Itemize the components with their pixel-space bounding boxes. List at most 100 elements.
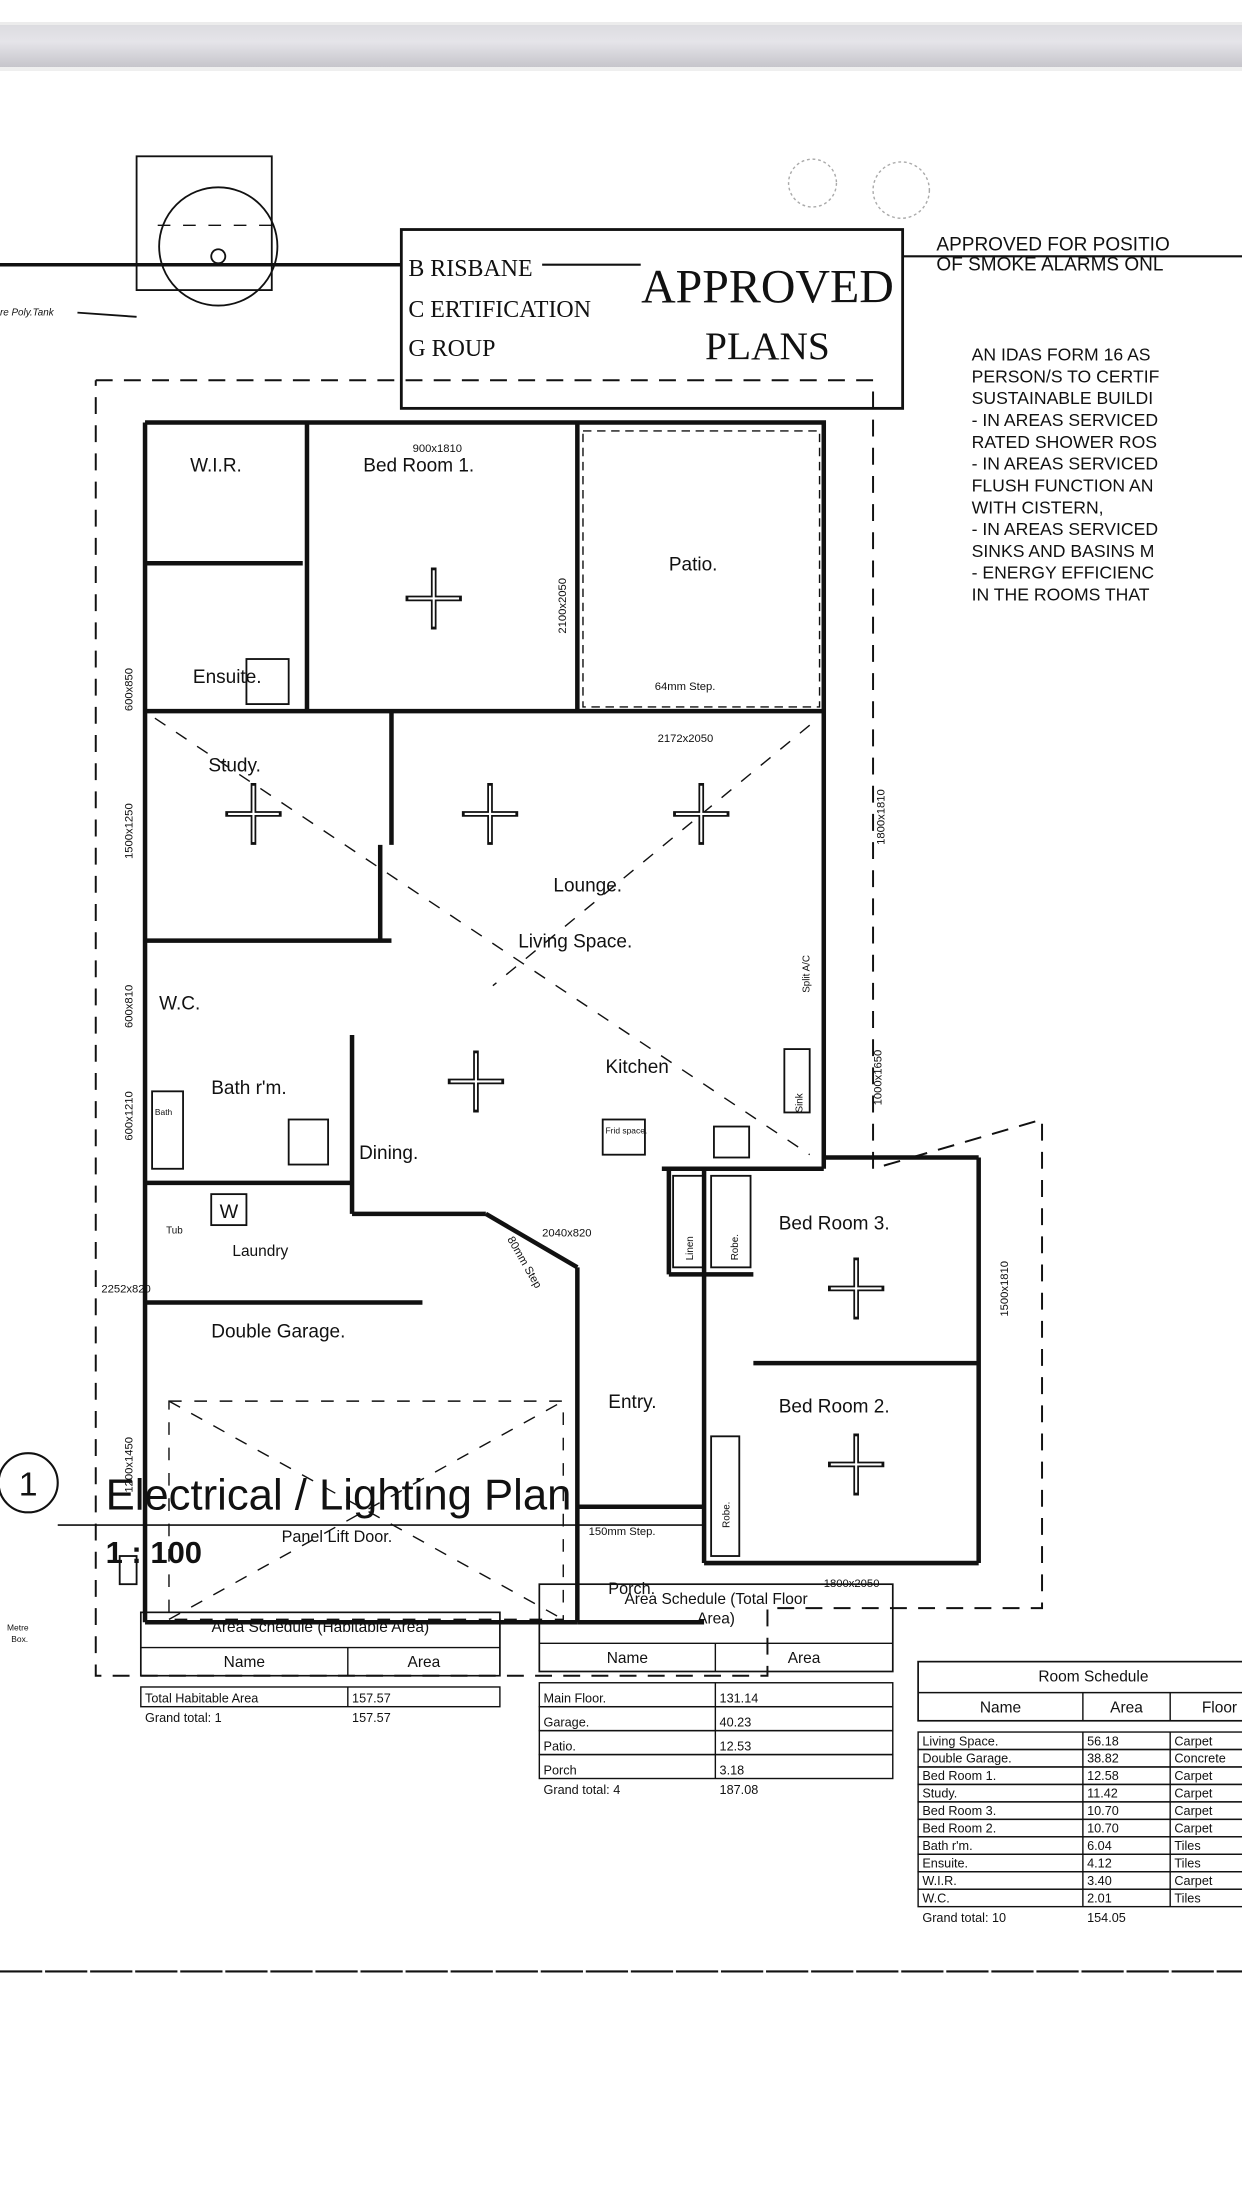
notes-line: - ENERGY EFFICIENC (972, 563, 1155, 583)
grand-total-label: Grand total: 1 (145, 1711, 222, 1725)
dimension-label: 1200x1450 (123, 1437, 135, 1493)
notes-line: PERSON/S TO CERTIF (972, 366, 1160, 386)
ceiling-fans (225, 567, 885, 1496)
robe-label: Robe. (721, 1502, 732, 1528)
room-bed-2: Bed Room 2. (779, 1396, 890, 1417)
robe (710, 1174, 752, 1269)
ceiling-fan-icon (461, 782, 519, 845)
table-row: Study. 11.42 Carpet (917, 1783, 1242, 1803)
table-cell: Tiles (1174, 1891, 1200, 1905)
seal-circle (872, 161, 931, 219)
table-cell: 4.12 (1087, 1857, 1112, 1871)
table-cell: Tiles (1174, 1857, 1200, 1871)
table-cell: 6.04 (1087, 1839, 1112, 1853)
sink-label: Sink (795, 1093, 806, 1112)
table-cell: Double Garage. (922, 1752, 1011, 1766)
dimension-label: 600x1210 (123, 1091, 135, 1140)
meter-box (118, 1555, 138, 1586)
ceiling-fan-icon (828, 1433, 885, 1496)
grand-total-value: 157.57 (352, 1711, 391, 1725)
room-study: Study. (208, 756, 260, 777)
table-cell: Carpet (1174, 1734, 1212, 1748)
notes-line: IN THE ROOMS THAT (972, 585, 1150, 605)
table-cell: Bath r'm. (922, 1839, 972, 1853)
table-cell: 2.01 (1087, 1891, 1112, 1905)
table-cell: Living Space. (922, 1734, 998, 1748)
room-bed-1: Bed Room 1. (363, 456, 474, 477)
table-cell: Patio. (544, 1739, 576, 1753)
table-cell: Carpet (1174, 1787, 1212, 1801)
table-row: Living Space. 56.18 Carpet (917, 1731, 1242, 1751)
notes-line: SUSTAINABLE BUILDI (972, 388, 1154, 408)
dimension-label: 1500x1250 (123, 803, 135, 859)
schedule-title: Area) (697, 1611, 735, 1628)
ceiling-fan-icon (447, 1050, 505, 1113)
meter-box-label: Box. (11, 1634, 28, 1644)
table-cell: 3.40 (1087, 1874, 1112, 1888)
dimension-label: 2172x2050 (658, 733, 714, 745)
tank-label: re Poly.Tank (0, 307, 55, 318)
sink (783, 1048, 811, 1114)
schedule-title: Area Schedule (Habitable Area) (212, 1619, 430, 1636)
stamp-certification: C ERTIFICATION (408, 297, 591, 323)
table-cell: 11.42 (1087, 1787, 1118, 1801)
table-cell: Garage. (544, 1715, 590, 1729)
dimension-label: 150mm Step. (589, 1526, 656, 1538)
ceiling-fan-icon (405, 567, 462, 630)
table-cell: 3.18 (720, 1763, 745, 1777)
dimension-label: 600x850 (123, 668, 135, 711)
washing-machine (210, 1193, 248, 1227)
table-cell: 12.53 (720, 1739, 752, 1753)
robe (710, 1435, 741, 1557)
column-header: Floor (1202, 1699, 1237, 1716)
table-cell: Bed Room 2. (922, 1822, 996, 1836)
approval-stamp (399, 228, 905, 410)
tank-circle (158, 186, 279, 307)
column-header: Name (607, 1650, 648, 1667)
table-cell: 56.18 (1087, 1734, 1119, 1748)
table-cell: Carpet (1174, 1822, 1212, 1836)
column-header: Area (1110, 1699, 1143, 1716)
table-cell: Bed Room 1. (922, 1769, 996, 1783)
room-wc: W.C. (159, 994, 200, 1015)
grand-total-label: Grand total: 10 (922, 1911, 1006, 1925)
plan-title: Electrical / Lighting Plan (106, 1471, 572, 1520)
table-cell: Main Floor. (544, 1691, 607, 1705)
notes-line: SINKS AND BASINS M (972, 541, 1155, 561)
stamp-approved: APPROVED (641, 261, 894, 314)
table-cell: Total Habitable Area (145, 1691, 259, 1705)
stamp-plans: PLANS (705, 324, 830, 368)
table-row: Garage.40.23 (538, 1705, 894, 1732)
column-header: Area (788, 1650, 821, 1667)
schedule-title: Area Schedule (Total Floor (624, 1591, 807, 1608)
linen-label: Linen (685, 1236, 696, 1260)
grand-total-value: 154.05 (1087, 1911, 1126, 1925)
bath-label: Bath (155, 1107, 173, 1117)
table-cell: Tiles (1174, 1839, 1200, 1853)
view-number-circle (0, 1452, 59, 1514)
room-lounge: Lounge. (553, 875, 622, 896)
dimension-label: 1000x1650 (873, 1050, 885, 1106)
stamp-brisbane: B RISBANE (408, 256, 532, 282)
table-cell: Carpet (1174, 1804, 1212, 1818)
seal-circle (787, 158, 838, 208)
notes-line: FLUSH FUNCTION AN (972, 475, 1154, 495)
room-ensuite: Ensuite. (193, 667, 262, 688)
dimension-label: 1800x1810 (875, 789, 887, 845)
ceiling-fan-icon (225, 782, 282, 845)
notes-heading-2: OF SMOKE ALARMS ONL (936, 254, 1163, 275)
dimension-label: 2040x820 (542, 1227, 591, 1239)
washer-label: W (220, 1201, 239, 1223)
table-cell: Study. (922, 1787, 957, 1801)
table-cell: Carpet (1174, 1769, 1212, 1783)
table-cell: 12.58 (1087, 1769, 1119, 1783)
table-cell: Porch (544, 1763, 577, 1777)
shower (245, 658, 290, 705)
table-cell: 131.14 (720, 1691, 759, 1705)
